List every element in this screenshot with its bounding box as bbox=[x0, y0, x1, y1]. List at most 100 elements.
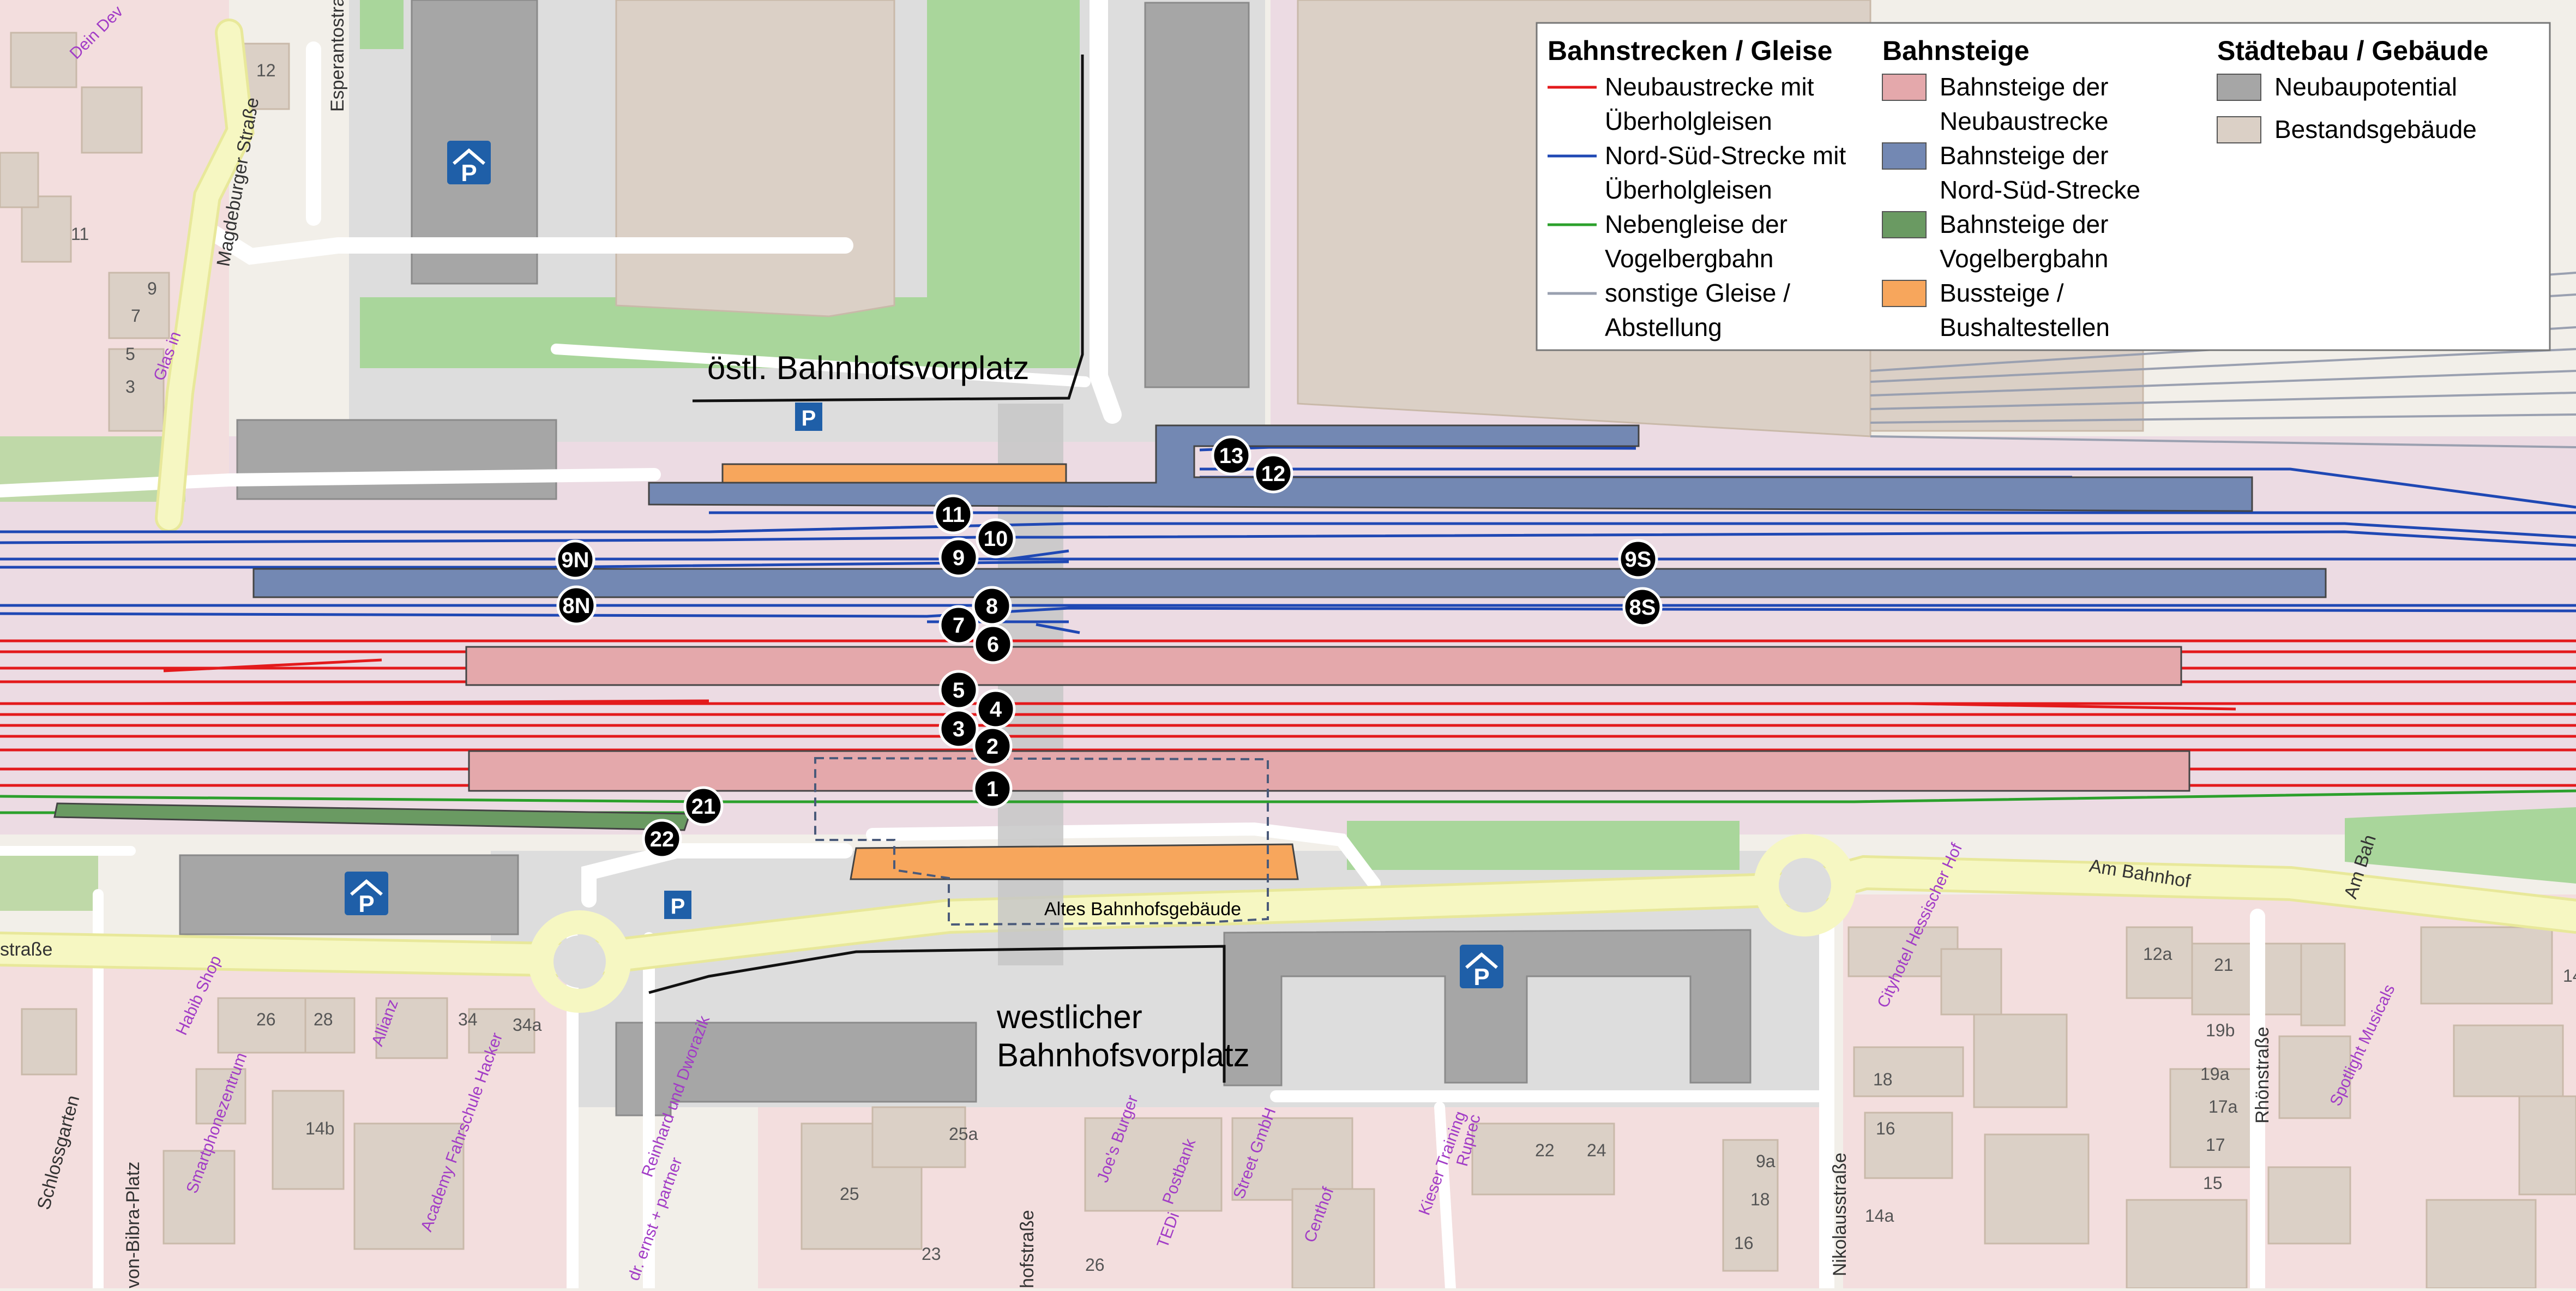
legend-title-tracks: Bahnstrecken / Gleise bbox=[1548, 35, 1832, 66]
street-esperanto: Esperantostra bbox=[327, 0, 348, 112]
parking-signs: P P P P P bbox=[345, 141, 1503, 990]
legend-title-platforms: Bahnsteige bbox=[1882, 35, 2030, 66]
svg-text:P: P bbox=[671, 894, 685, 918]
house-number: 14b bbox=[305, 1119, 334, 1138]
svg-text:1: 1 bbox=[986, 777, 998, 801]
house-number: 34 bbox=[458, 1010, 478, 1029]
svg-text:5: 5 bbox=[953, 678, 965, 702]
track-marker-9: 9 bbox=[938, 537, 979, 578]
legend-label-vogelsberg_platform: Bahnsteige der bbox=[1940, 210, 2108, 238]
roundabout-west-center bbox=[553, 935, 606, 988]
legend-box bbox=[1536, 22, 2551, 351]
legend-label-nordsued_platform-2: Nord-Süd-Strecke bbox=[1940, 176, 2140, 204]
track-marker-8S: 8S bbox=[1622, 587, 1663, 627]
old-station-label: Altes Bahnhofsgebäude bbox=[1044, 899, 1241, 920]
track-marker-7: 7 bbox=[938, 605, 979, 645]
legend-swatch-bestand bbox=[2217, 116, 2261, 143]
svg-text:2: 2 bbox=[986, 735, 998, 759]
house-number: 34a bbox=[513, 1015, 542, 1035]
track-marker-4: 4 bbox=[976, 689, 1016, 729]
track-marker-21: 21 bbox=[683, 786, 724, 826]
house-number: 19a bbox=[2200, 1064, 2230, 1084]
legend-label-nordsued_track-2: Überholgleisen bbox=[1605, 176, 1772, 204]
street-vonbibra: von-Bibra-Platz bbox=[123, 1162, 143, 1288]
house-number: 26 bbox=[1085, 1255, 1105, 1275]
house-number: 16 bbox=[1876, 1119, 1895, 1138]
legend-swatch-bus_platform bbox=[1882, 280, 1927, 307]
house-number: 22 bbox=[1535, 1140, 1555, 1160]
legend-swatch-vogelsberg_platform bbox=[1882, 211, 1927, 238]
track-markers: 13 12 11 10 9 9N 9S 8 8N 8S 7 6 5 4 3 2 … bbox=[555, 435, 1663, 859]
parking-garage-icon-2: P bbox=[345, 872, 388, 917]
track-marker-9S: 9S bbox=[1618, 539, 1658, 579]
house-number: 18 bbox=[1750, 1190, 1770, 1209]
house-number: 23 bbox=[922, 1244, 941, 1264]
house-number: 28 bbox=[314, 1010, 333, 1029]
legend-label-neubau_track: Neubaustrecke mit bbox=[1605, 73, 1814, 101]
parking-garage-icon-1: P bbox=[447, 141, 491, 187]
platform-neubau-south bbox=[468, 750, 2190, 792]
legend-swatch-neubaupotential bbox=[2217, 74, 2261, 101]
old-station-outline bbox=[814, 756, 1269, 926]
track-marker-9N: 9N bbox=[555, 539, 595, 580]
svg-text:8: 8 bbox=[986, 595, 998, 619]
house-number: 25a bbox=[949, 1124, 978, 1144]
track-marker-5: 5 bbox=[938, 670, 979, 710]
house-number: 17a bbox=[2208, 1097, 2238, 1116]
street-bahnhofstrasse: hofstraße bbox=[1017, 1210, 1038, 1288]
west-forecourt-label-1: westlicher bbox=[996, 999, 1142, 1035]
svg-text:9N: 9N bbox=[561, 548, 589, 572]
green-area-corner bbox=[360, 0, 404, 49]
house-number: 3 bbox=[125, 377, 135, 397]
legend-label-neubau_track-2: Überholgleisen bbox=[1605, 107, 1772, 135]
platforms bbox=[53, 424, 2327, 880]
track-marker-3: 3 bbox=[938, 708, 979, 749]
house-number: 11 bbox=[71, 224, 89, 244]
legend-label-neubau_platform-2: Neubaustrecke bbox=[1940, 107, 2108, 135]
boundary-lines bbox=[648, 55, 1226, 1083]
parking-icon-1: P bbox=[795, 403, 822, 431]
svg-text:8N: 8N bbox=[562, 594, 590, 618]
street-strasse-left: straße bbox=[0, 939, 52, 960]
green-area-east bbox=[2345, 807, 2576, 884]
svg-text:13: 13 bbox=[1219, 444, 1244, 468]
roundabout-east bbox=[1754, 834, 1856, 936]
house-number: 12a bbox=[2143, 944, 2172, 964]
house-number: 5 bbox=[125, 344, 135, 364]
house-number: 19b bbox=[2206, 1020, 2235, 1040]
house-number: 15 bbox=[2203, 1173, 2223, 1193]
svg-text:8S: 8S bbox=[1629, 596, 1656, 620]
legend-label-nordsued_platform: Bahnsteige der bbox=[1940, 141, 2108, 170]
track-marker-2: 2 bbox=[972, 726, 1013, 766]
track-marker-8: 8 bbox=[972, 586, 1012, 626]
svg-text:12: 12 bbox=[1261, 462, 1286, 486]
green-area-north-2 bbox=[927, 0, 1080, 305]
svg-text:11: 11 bbox=[942, 503, 965, 527]
track-marker-22: 22 bbox=[642, 819, 682, 859]
track-marker-13: 13 bbox=[1211, 435, 1251, 476]
track-marker-11: 11 bbox=[933, 494, 973, 535]
white-roads bbox=[0, 0, 2265, 1291]
svg-text:4: 4 bbox=[990, 698, 1002, 722]
legend-label-bus_platform-2: Bushaltestellen bbox=[1940, 313, 2110, 341]
house-number: 9 bbox=[147, 279, 157, 298]
svg-text:P: P bbox=[358, 891, 374, 917]
legend-items: Neubaustrecke mitÜberholgleisenNord-Süd-… bbox=[1548, 73, 2477, 341]
bus-platform-north bbox=[721, 463, 1067, 484]
house-number: 14a bbox=[1865, 1206, 1894, 1226]
house-number: 9a bbox=[1756, 1151, 1775, 1171]
new-building-potential bbox=[179, 0, 1752, 1116]
svg-text:P: P bbox=[802, 406, 816, 430]
house-number: 18 bbox=[1873, 1070, 1893, 1089]
platform-nordsued-middle bbox=[252, 568, 2327, 598]
platform-neubau-north bbox=[465, 646, 2182, 686]
legend-label-bus_platform: Bussteige / bbox=[1940, 279, 2064, 307]
svg-text:7: 7 bbox=[953, 614, 965, 638]
bus-platform-south bbox=[850, 843, 1299, 880]
house-number: 14 bbox=[2563, 966, 2576, 986]
svg-text:P: P bbox=[1473, 964, 1489, 990]
svg-text:21: 21 bbox=[691, 795, 716, 819]
legend-label-other_track-2: Abstellung bbox=[1605, 313, 1722, 341]
